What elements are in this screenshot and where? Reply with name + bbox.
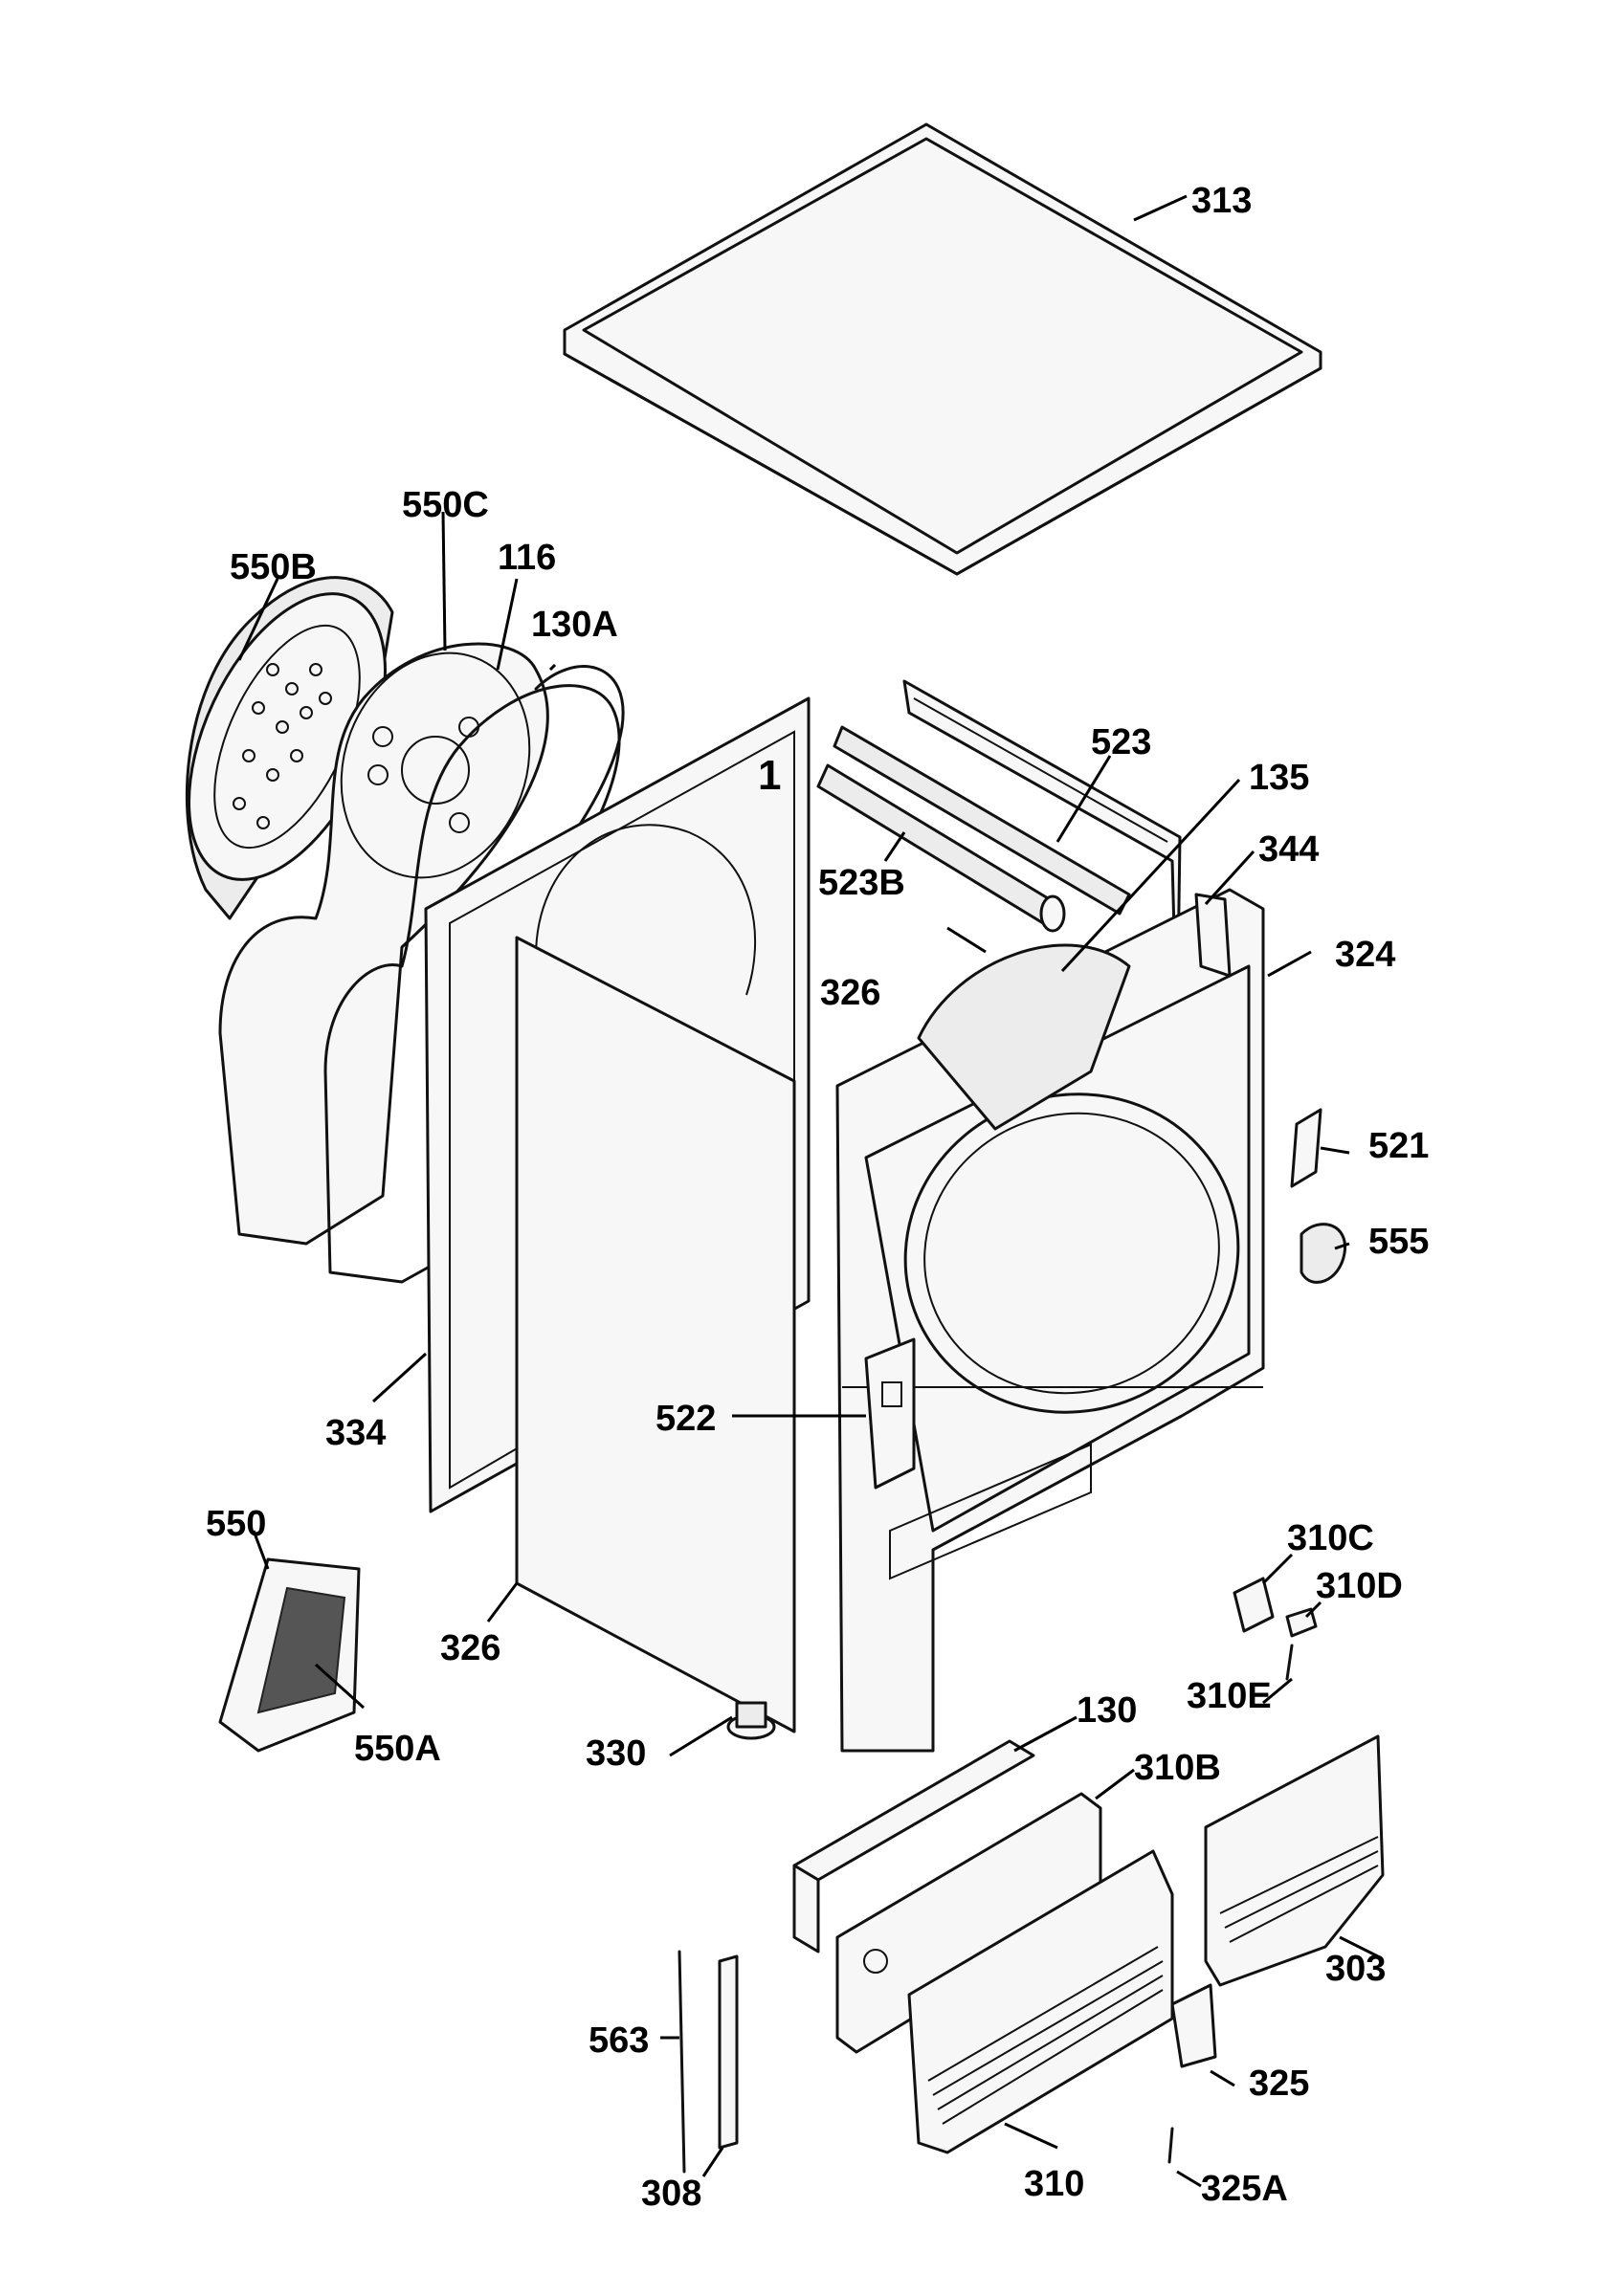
part-344-rail <box>1194 893 1232 978</box>
label-310: 310 <box>1024 2164 1084 2204</box>
part-303-panel <box>1204 1734 1385 1987</box>
label-523B: 523B <box>818 863 905 903</box>
label-521: 521 <box>1368 1126 1429 1166</box>
label-135: 135 <box>1249 758 1309 798</box>
part-325-hinge <box>1167 1983 1217 2164</box>
label-550C: 550C <box>402 485 489 525</box>
label-330: 330 <box>586 1733 646 1774</box>
label-523: 523 <box>1091 722 1151 762</box>
label-326-top: 326 <box>820 973 880 1013</box>
part-522-door-lock <box>864 1337 916 1490</box>
label-310B: 310B <box>1134 1748 1221 1788</box>
part-310-drawer-front <box>907 1849 1174 2154</box>
label-522: 522 <box>655 1399 716 1439</box>
label-325A: 325A <box>1201 2169 1288 2209</box>
label-334: 334 <box>325 1413 386 1453</box>
svg-text:1: 1 <box>758 752 781 799</box>
part-521-cover <box>1290 1108 1322 1188</box>
label-555: 555 <box>1368 1222 1429 1262</box>
part-555-cap <box>1300 1223 1346 1284</box>
label-130A: 130A <box>531 605 618 645</box>
label-308: 308 <box>641 2174 701 2214</box>
label-563: 563 <box>589 2020 649 2061</box>
label-550: 550 <box>206 1504 266 1544</box>
part-550-filter-assembly <box>218 1557 361 1753</box>
label-116: 116 <box>498 538 556 578</box>
leader-lines <box>237 194 1379 2188</box>
part-523B-duct <box>816 725 1131 933</box>
part-330-foot <box>726 1701 776 1740</box>
label-303: 303 <box>1325 1949 1386 1989</box>
label-324: 324 <box>1335 935 1395 975</box>
label-130: 130 <box>1077 1690 1137 1731</box>
part-310C-310D-310E-latch <box>1233 1577 1318 1681</box>
label-310C: 310C <box>1287 1518 1374 1558</box>
label-310E: 310E <box>1187 1676 1272 1716</box>
label-313: 313 <box>1191 181 1252 221</box>
callout-labels: 313 550C 550B 116 130A 523 135 344 523B … <box>206 181 1429 2214</box>
part-563-308-strip <box>678 1950 739 2174</box>
label-325: 325 <box>1249 2064 1309 2104</box>
label-550B: 550B <box>230 547 317 587</box>
part-326-side-cover <box>515 936 796 1733</box>
label-550A: 550A <box>354 1729 441 1769</box>
label-310D: 310D <box>1316 1566 1403 1606</box>
label-344: 344 <box>1258 829 1319 870</box>
part-130-gasket <box>792 1739 1035 1954</box>
part-550C-rear-shield <box>218 642 549 1246</box>
part-324-front-frame <box>835 888 1265 1753</box>
part-313-top-cover <box>563 122 1322 576</box>
label-326-bottom: 326 <box>440 1628 500 1668</box>
